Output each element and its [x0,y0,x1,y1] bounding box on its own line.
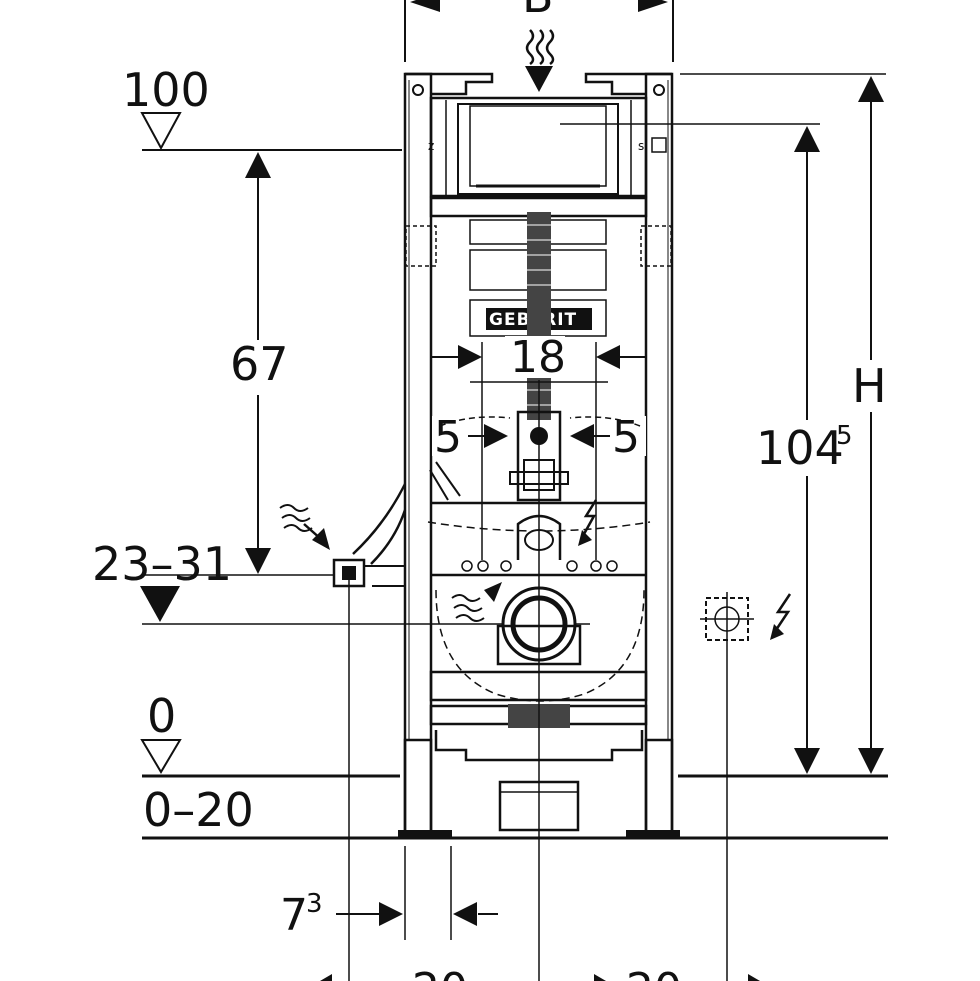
dimension-foot-offset: 7 3 [280,889,498,941]
svg-text:z: z [428,139,434,153]
dimension-5-right: 5 [570,412,646,463]
level-0-label: 0 [147,689,176,743]
dimension-foot-offset-label: 7 [280,890,308,941]
level-inlet-label: 23–31 [92,537,232,591]
dimension-18: 18 [432,332,645,560]
dimension-foot-offset-sup: 3 [306,889,323,919]
level-inlet-marker: 23–31 [92,537,590,625]
axis-right-label: 20 [626,964,682,981]
dimension-5-right-label: 5 [612,412,640,463]
frame-height-sup: 5 [836,421,853,451]
level-0-marker: 0 0–20 [140,689,888,840]
dimension-axis-spacing: 20 20 [320,964,760,981]
water-inlet-side-icon [279,504,330,550]
svg-text:s: s [638,139,644,153]
side-supply-connection [332,461,461,588]
axis-left-label: 20 [412,964,468,981]
height-label: H [852,359,887,413]
floor-range-label: 0–20 [143,783,254,837]
dimension-67: 67 [230,152,289,574]
width-dimension: B [404,0,674,62]
mounting-holes [461,560,618,572]
level-100-label: 100 [122,63,210,117]
level-100-marker: 100 [122,63,402,151]
frame-height-label: 104 [756,421,844,475]
dimension-5-left: 5 [432,412,508,463]
frame-height-dimension: 104 5 [560,123,862,774]
dimension-67-label: 67 [230,337,289,391]
dimension-5-left-label: 5 [434,412,462,463]
dimension-18-label: 18 [510,332,566,383]
water-inlet-top-icon [525,29,555,92]
width-label: B [522,0,554,23]
power-outlet-icon [700,592,792,646]
height-dimension: H [680,73,896,774]
